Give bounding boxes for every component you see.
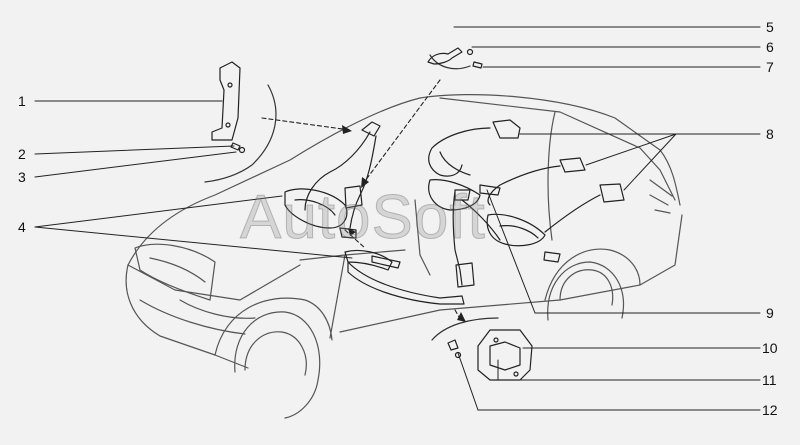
arrow-heads bbox=[342, 125, 466, 322]
callout-10: 10 bbox=[762, 340, 778, 356]
inset-arc-left bbox=[204, 84, 277, 183]
rear-seat-belt-assembly bbox=[428, 119, 625, 288]
callout-3: 3 bbox=[18, 169, 26, 185]
front-seat-belt-assembly bbox=[284, 121, 465, 305]
floor-anchor-plate bbox=[447, 329, 533, 381]
callout-11: 11 bbox=[762, 372, 777, 388]
bracket-part bbox=[211, 61, 241, 141]
callout-4: 4 bbox=[18, 219, 26, 235]
callout-6: 6 bbox=[766, 39, 774, 55]
callout-1: 1 bbox=[18, 93, 26, 109]
assembly-direction-arrows bbox=[261, 79, 463, 323]
inset-arc-bottom bbox=[431, 317, 499, 341]
callout-5: 5 bbox=[766, 19, 774, 35]
inset-arc-top bbox=[429, 54, 471, 70]
leader-lines bbox=[34, 26, 761, 411]
callout-7: 7 bbox=[766, 59, 774, 75]
upper-fastener-group bbox=[427, 47, 483, 69]
bolt-part bbox=[230, 142, 246, 154]
callout-12: 12 bbox=[762, 402, 778, 418]
callout-9: 9 bbox=[766, 305, 774, 321]
car-body bbox=[125, 94, 683, 419]
callout-2: 2 bbox=[18, 146, 26, 162]
autosoft-watermark: AutoSoft bbox=[240, 183, 486, 253]
callout-8: 8 bbox=[766, 126, 774, 142]
